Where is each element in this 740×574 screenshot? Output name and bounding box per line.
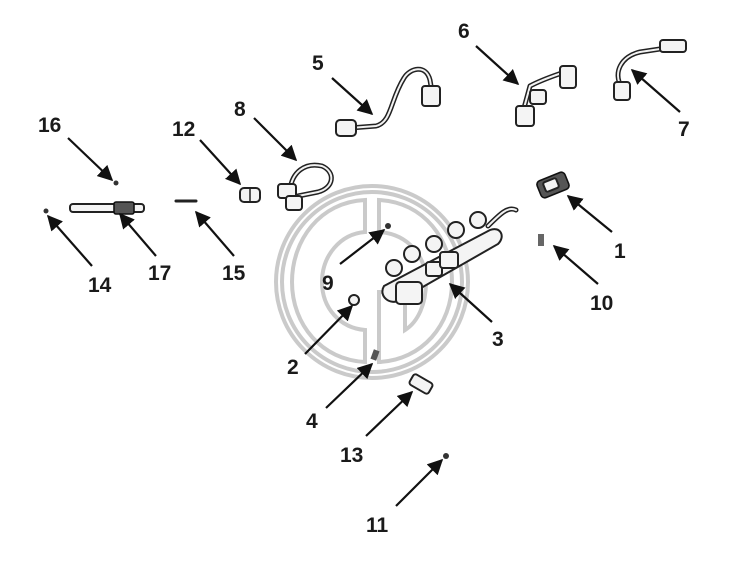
part-10-screw [538, 234, 544, 246]
part-3-fuel-rail [381, 206, 519, 305]
part-12-nut [239, 187, 261, 203]
part-8-injector-line [277, 162, 334, 211]
callout-1: 1 [614, 240, 626, 263]
callout-11: 11 [366, 514, 389, 537]
callout-6: 6 [458, 20, 470, 43]
part-5-injector-line [335, 66, 441, 137]
part-1-fitting [536, 171, 570, 199]
callout-10: 10 [590, 292, 613, 315]
callout-17: 17 [148, 262, 171, 285]
callout-15: 15 [222, 262, 246, 285]
callout-13: 13 [340, 444, 363, 467]
part-16-washer [113, 180, 119, 186]
part-14-clip [43, 208, 49, 214]
callout-12: 12 [172, 118, 195, 141]
callout-2: 2 [287, 356, 299, 379]
callout-16: 16 [38, 114, 61, 137]
part-13-fitting [408, 373, 434, 395]
part-6-injector-line [515, 65, 577, 127]
gp-logo-watermark [274, 184, 470, 380]
callout-14: 14 [88, 274, 112, 297]
part-7-injector-line [613, 39, 687, 101]
callout-8: 8 [234, 98, 246, 121]
part-11-bolt [443, 453, 449, 459]
leader-arrows [46, 45, 681, 507]
part-4-pin [370, 349, 380, 361]
callout-5: 5 [312, 52, 324, 75]
callout-3: 3 [492, 328, 504, 351]
callout-9: 9 [322, 272, 334, 295]
callout-4: 4 [306, 410, 318, 433]
callout-labels: 1 2 3 4 5 6 7 8 9 10 11 12 13 14 15 16 1… [38, 20, 690, 537]
part-9-bolt [385, 223, 391, 229]
part-2-nut [348, 294, 360, 306]
callout-7: 7 [678, 118, 690, 141]
part-17-rod [69, 201, 145, 215]
